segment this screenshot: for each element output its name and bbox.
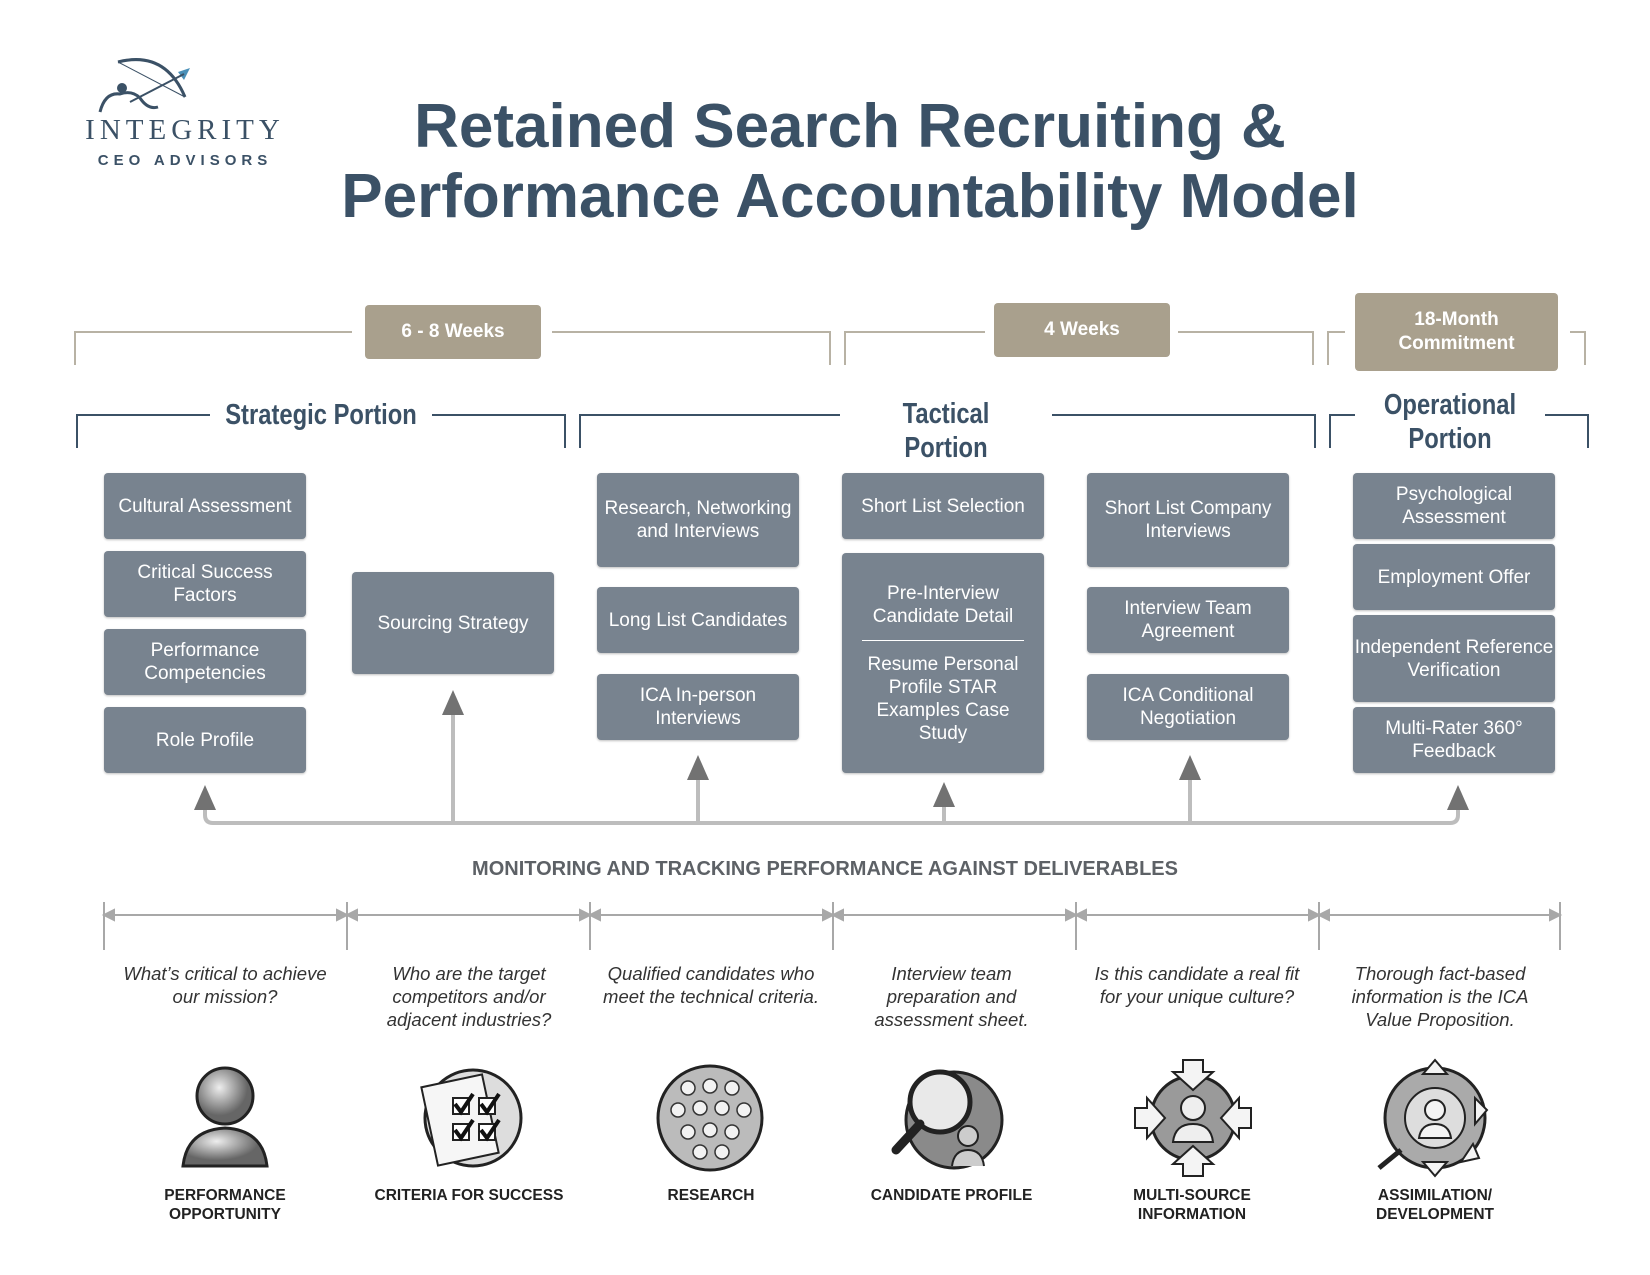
stage-6-question: Thorough fact-based information is the I… (1351, 963, 1529, 1030)
page-title: Retained Search Recruiting & Performance… (300, 92, 1400, 232)
title-line-2: Performance Accountability Model (341, 162, 1359, 231)
monitoring-heading: MONITORING AND TRACKING PERFORMANCE AGAI… (472, 858, 1178, 880)
archer-logo-icon (98, 58, 190, 113)
box-interview-team-agreement: Interview Team Agreement (1087, 587, 1289, 653)
arrows-out-icon (1377, 1058, 1489, 1178)
logo-wordmark: INTEGRITY (85, 114, 285, 146)
arrows-in-icon (1134, 1059, 1252, 1177)
box-employment-offer: Employment Offer (1353, 544, 1555, 610)
magnifier-icon (891, 1069, 1004, 1170)
box-research-networking: Research, Networking and Interviews (597, 473, 799, 567)
stage-5-label: MULTI-SOURCE INFORMATION (1133, 1187, 1251, 1223)
box-cultural-assessment: Cultural Assessment (104, 473, 306, 539)
box-psychological-assessment: Psychological Assessment (1353, 473, 1555, 539)
phase-brackets (76, 414, 1589, 448)
duration-brackets (74, 331, 1586, 365)
duration-strategic: 6 - 8 Weeks (365, 305, 541, 359)
company-logo: INTEGRITY CEO ADVISORS (60, 52, 310, 172)
logo-tagline: CEO ADVISORS (97, 152, 273, 169)
box-ica-conditional-negotiation: ICA Conditional Negotiation (1087, 674, 1289, 740)
stage-3-label: RESEARCH (667, 1187, 755, 1204)
up-arrows (194, 690, 1469, 810)
box-sourcing-strategy: Sourcing Strategy (352, 572, 554, 674)
person-icon (181, 1066, 269, 1168)
box-short-list-company-interviews: Short List Company Interviews (1087, 473, 1289, 567)
stage-1-question: What’s critical to achieve our mission? (123, 963, 327, 1007)
box-role-profile: Role Profile (104, 707, 306, 773)
box-pre-interview-candidate-detail: Pre-Interview Candidate Detail Resume Pe… (842, 553, 1044, 773)
duration-operational: 18-Month Commitment (1355, 293, 1558, 371)
stage-4-question: Interview team preparation and assessmen… (874, 963, 1029, 1030)
stage-1-label: PERFORMANCE OPPORTUNITY (164, 1187, 286, 1223)
phase-operational: Operational Portion (1372, 388, 1528, 456)
box-performance-competencies: Performance Competencies (104, 629, 306, 695)
stage-4-label: CANDIDATE PROFILE (870, 1187, 1033, 1204)
candidate-detail-title: Pre-Interview Candidate Detail (872, 582, 1014, 627)
candidate-detail-items: Resume Personal Profile STAR Examples Ca… (867, 653, 1019, 744)
feedback-lines (203, 710, 1460, 825)
stage-2-label: CRITERIA FOR SUCCESS (374, 1187, 564, 1204)
box-critical-success-factors: Critical Success Factors (104, 551, 306, 617)
box-ica-inperson-interviews: ICA In-person Interviews (597, 674, 799, 740)
box-multi-rater-feedback: Multi-Rater 360° Feedback (1353, 707, 1555, 773)
box-long-list-candidates: Long List Candidates (597, 587, 799, 653)
box-independent-reference-verification: Independent Reference Verification (1353, 615, 1555, 702)
phase-tactical: Tactical Portion (859, 397, 1033, 465)
phase-strategic: Strategic Portion (221, 398, 421, 432)
crowd-icon (656, 1064, 764, 1172)
stage-5-question: Is this candidate a real fit for your un… (1094, 963, 1300, 1007)
box-short-list-selection: Short List Selection (842, 473, 1044, 539)
stage-6-label: ASSIMILATION/ DEVELOPMENT (1376, 1187, 1494, 1223)
title-line-1: Retained Search Recruiting & (414, 92, 1286, 161)
candidate-detail-divider (862, 639, 1024, 641)
checklist-icon (420, 1068, 523, 1168)
duration-tactical: 4 Weeks (994, 303, 1170, 357)
stage-3-question: Qualified candidates who meet the techni… (603, 963, 819, 1007)
timeline-dividers (101, 902, 1563, 950)
stage-2-question: Who are the target competitors and/or ad… (386, 963, 552, 1030)
